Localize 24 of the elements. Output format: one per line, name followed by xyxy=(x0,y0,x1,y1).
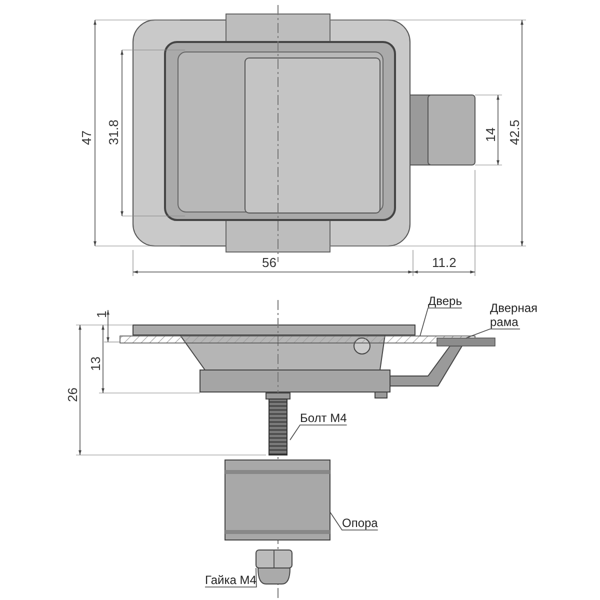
dimension-label: 14 xyxy=(484,128,498,142)
leader-line xyxy=(330,512,378,530)
dimension-label: 56 xyxy=(262,256,276,270)
leader-line xyxy=(466,328,520,338)
leader-line xyxy=(420,308,462,336)
callout-label: Болт M4 xyxy=(300,411,347,425)
leader-line xyxy=(290,424,348,440)
support-block-drawing xyxy=(224,460,330,540)
door-frame-bar xyxy=(436,338,496,346)
callout-label: Гайка M4 xyxy=(205,573,256,587)
dimension-label: 47 xyxy=(80,130,94,145)
leader-line xyxy=(204,568,257,588)
callout-label: Дверная рама xyxy=(490,301,552,329)
callout-label: Дверь xyxy=(428,294,462,308)
dimension-label: 1 xyxy=(95,310,109,318)
dimension-label: 42.5 xyxy=(508,120,522,145)
dimension-label: 26 xyxy=(66,388,80,402)
dimension-label: 11.2 xyxy=(432,256,456,270)
callout-label: Опора xyxy=(342,516,378,530)
dimension-label: 31.8 xyxy=(107,120,121,145)
door-panel xyxy=(120,336,476,344)
bolt-drawing xyxy=(266,392,290,456)
nut-drawing xyxy=(256,550,292,584)
dimension-label: 13 xyxy=(89,356,103,371)
